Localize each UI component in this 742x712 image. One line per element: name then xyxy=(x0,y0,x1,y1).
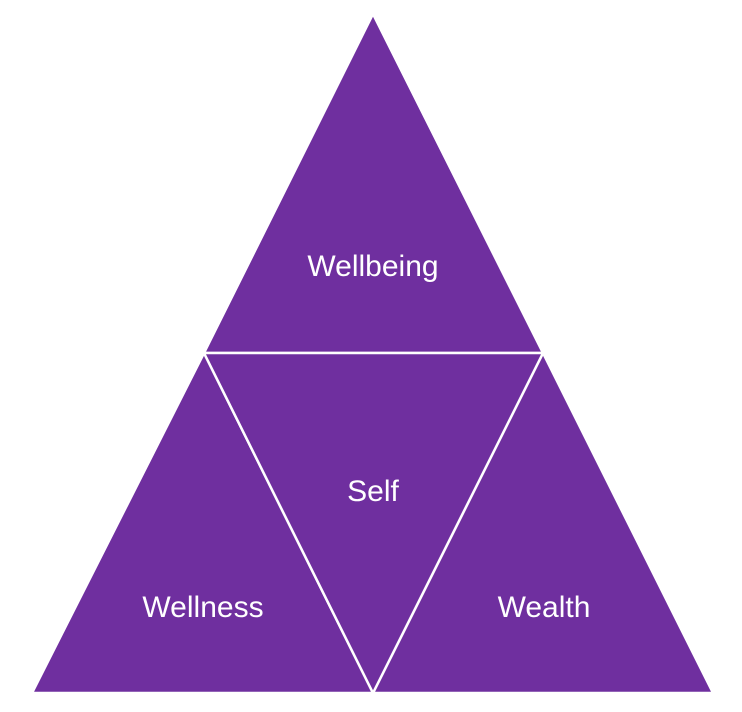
triangle-top-wellbeing xyxy=(201,11,546,355)
label-wealth: Wealth xyxy=(498,591,591,624)
triangle-center-self xyxy=(201,351,546,696)
label-self: Self xyxy=(347,475,399,508)
label-wellbeing: Wellbeing xyxy=(307,250,438,283)
label-wellness: Wellness xyxy=(142,591,263,624)
